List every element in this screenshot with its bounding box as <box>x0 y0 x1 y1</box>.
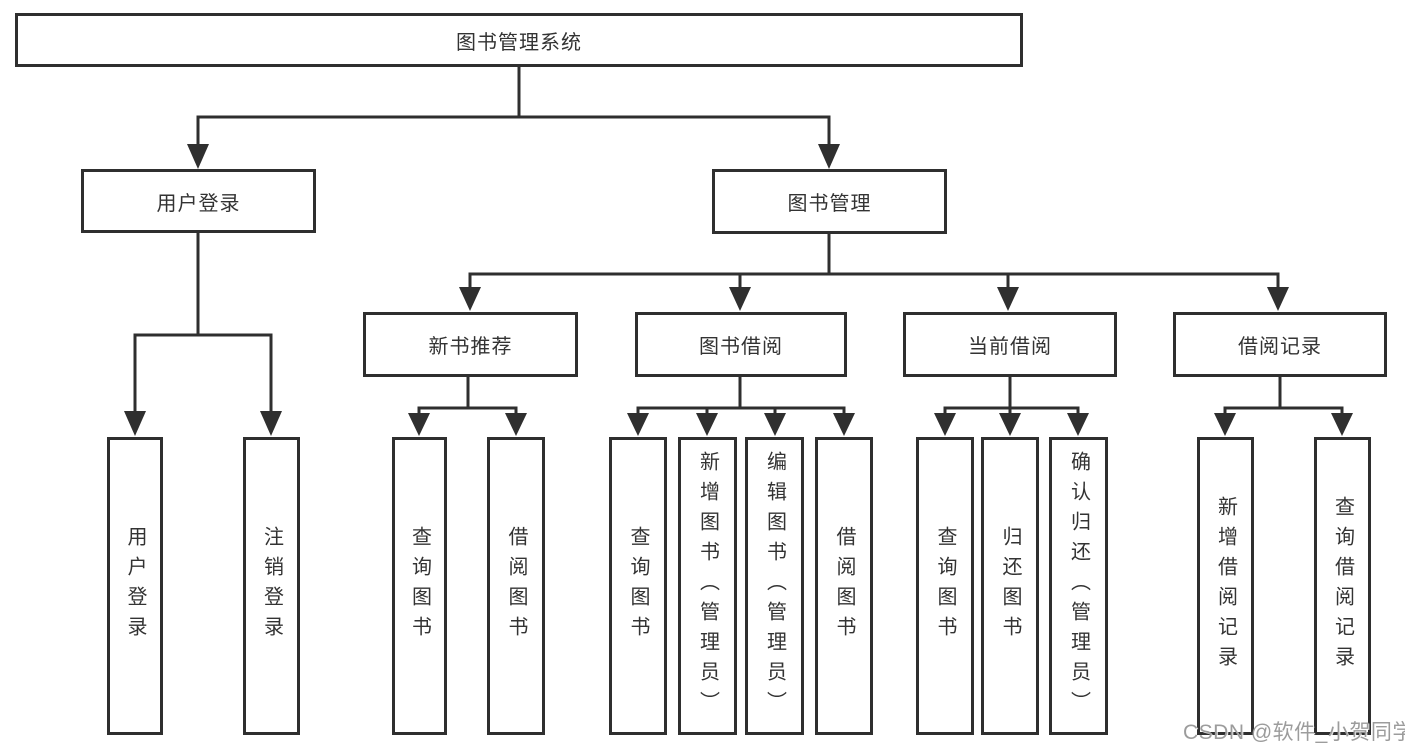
edge-borrow-records-to-leaf-query <box>1278 377 1353 436</box>
edge-new-book-rec-to-leaf-query <box>408 377 470 436</box>
node-leaf-currentborrow-query: 查询图书 <box>916 437 974 735</box>
edge-current-borrow-to-leaf-confirm <box>1008 377 1089 436</box>
node-leaf-logout: 注销登录 <box>243 437 300 735</box>
edge-root-to-user-login <box>187 67 521 169</box>
node-leaf-records-add: 新增借阅记录 <box>1197 437 1254 735</box>
node-user-login: 用户登录 <box>81 169 316 233</box>
node-book-mgmt: 图书管理 <box>712 169 947 234</box>
edge-book-mgmt-to-borrow-records <box>827 234 1289 311</box>
node-book-borrow: 图书借阅 <box>635 312 847 377</box>
node-leaf-bookborrow-add: 新增图书（管理员） <box>678 437 737 735</box>
edge-current-borrow-to-leaf-query <box>934 377 1012 436</box>
edge-user-login-to-leaf-logout <box>196 233 282 436</box>
node-leaf-user-login: 用户登录 <box>107 437 163 735</box>
edge-book-borrow-to-leaf-borrow <box>738 377 855 436</box>
node-leaf-bookborrow-borrow: 借阅图书 <box>815 437 873 735</box>
edge-book-mgmt-to-book-borrow <box>729 234 831 311</box>
edge-user-login-to-leaf-user-login <box>124 233 200 436</box>
csdn-watermark: CSDN @软件_小贺同学 <box>1183 721 1405 744</box>
node-leaf-records-query: 查询借阅记录 <box>1314 437 1371 735</box>
node-leaf-newbook-query: 查询图书 <box>392 437 447 735</box>
node-borrow-records: 借阅记录 <box>1173 312 1387 377</box>
node-current-borrow: 当前借阅 <box>903 312 1117 377</box>
node-new-book-rec: 新书推荐 <box>363 312 578 377</box>
edge-borrow-records-to-leaf-add <box>1214 377 1282 436</box>
node-leaf-bookborrow-query: 查询图书 <box>609 437 667 735</box>
node-leaf-currentborrow-confirm: 确认归还（管理员） <box>1049 437 1108 735</box>
edge-new-book-rec-to-leaf-borrow <box>466 377 527 436</box>
node-root: 图书管理系统 <box>15 13 1023 67</box>
edge-root-to-book-mgmt <box>517 67 840 169</box>
node-leaf-newbook-borrow: 借阅图书 <box>487 437 545 735</box>
node-leaf-currentborrow-return: 归还图书 <box>981 437 1039 735</box>
node-leaf-bookborrow-edit: 编辑图书（管理员） <box>745 437 804 735</box>
